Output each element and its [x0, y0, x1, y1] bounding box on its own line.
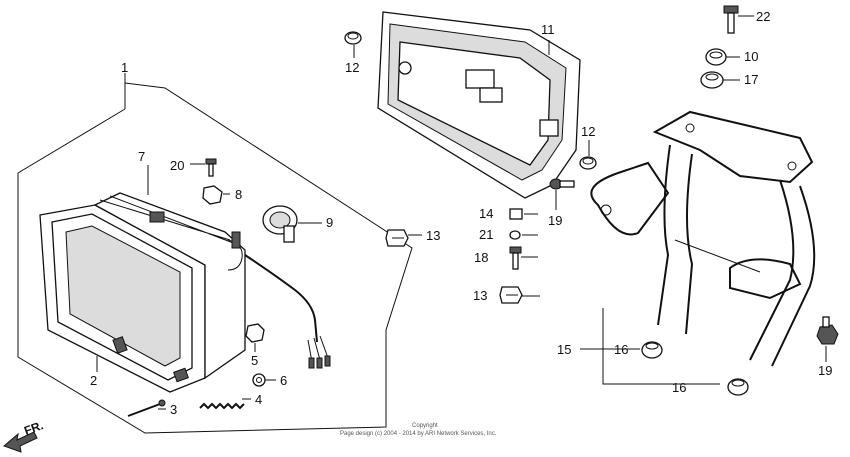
callout-15: 15 — [557, 342, 571, 357]
grommet-16b — [727, 378, 749, 396]
callout-12b: 12 — [581, 124, 595, 139]
bolt-19b — [816, 316, 839, 345]
callout-11: 11 — [541, 22, 555, 37]
callout-9: 9 — [326, 215, 333, 230]
spring-4 — [199, 402, 245, 410]
callout-7: 7 — [138, 149, 145, 164]
callout-labels: 1 2 3 4 5 6 7 8 9 10 11 12 12 13 13 14 1… — [90, 9, 832, 417]
collar-10 — [705, 48, 727, 66]
bolt-22 — [723, 5, 739, 34]
callout-10: 10 — [744, 49, 758, 64]
clip-13b — [499, 286, 523, 304]
bolt-18 — [509, 246, 522, 270]
nut-8 — [202, 185, 223, 205]
headlight-rim — [39, 204, 206, 393]
headlight-case — [377, 11, 581, 199]
callout-13a: 13 — [426, 228, 440, 243]
nut-6 — [252, 373, 266, 387]
callout-1: 1 — [121, 60, 128, 75]
screw-3 — [127, 399, 166, 417]
callout-5: 5 — [251, 353, 258, 368]
callout-16a: 16 — [614, 342, 628, 357]
callout-20: 20 — [170, 158, 184, 173]
callout-12a: 12 — [345, 60, 359, 75]
callout-3: 3 — [170, 402, 177, 417]
callout-17: 17 — [744, 72, 758, 87]
callout-19b: 19 — [818, 363, 832, 378]
front-direction-arrow-icon — [3, 431, 38, 453]
nut-5 — [245, 323, 265, 343]
grommet-16a — [641, 341, 663, 359]
callout-18: 18 — [474, 250, 488, 265]
grommet-12b — [579, 156, 597, 170]
grommet-12a — [344, 31, 362, 45]
callout-4: 4 — [255, 392, 262, 407]
clip-13a — [385, 229, 409, 247]
assembly-boundary — [17, 73, 413, 434]
callout-2: 2 — [90, 373, 97, 388]
callout-14: 14 — [479, 206, 493, 221]
leader-lines — [96, 15, 827, 410]
rubber-17 — [700, 71, 724, 89]
callout-19a: 19 — [548, 213, 562, 228]
screw-20 — [205, 158, 217, 177]
callout-22: 22 — [756, 9, 770, 24]
bulb-socket — [262, 205, 298, 243]
headlight-unit — [93, 192, 246, 383]
headlight-stay — [590, 110, 816, 367]
callout-6: 6 — [280, 373, 287, 388]
wire-harness — [244, 254, 331, 369]
callout-16b: 16 — [672, 380, 686, 395]
copyright-line-2: Page design (c) 2004 - 2014 by ARI Netwo… — [340, 431, 497, 437]
collar-14 — [509, 208, 523, 220]
bolt-19a — [549, 178, 575, 190]
callout-21: 21 — [479, 227, 493, 242]
callout-8: 8 — [235, 187, 242, 202]
washer-21 — [509, 230, 521, 240]
callout-13b: 13 — [473, 288, 487, 303]
copyright-line-1: Copyright — [412, 423, 438, 429]
front-direction-label: FR. — [22, 418, 45, 438]
